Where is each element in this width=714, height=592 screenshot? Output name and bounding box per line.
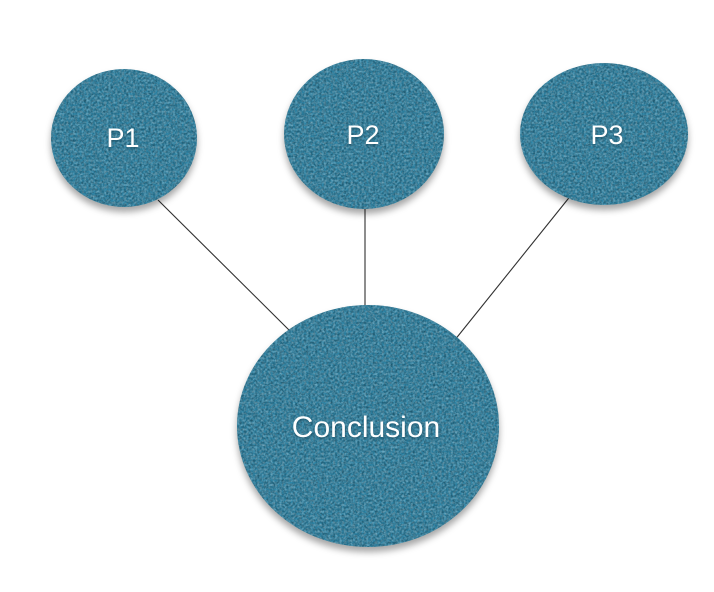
node-conclusion: Conclusion bbox=[237, 305, 499, 547]
node-p2-label: P2 bbox=[346, 120, 379, 150]
node-p1-circle bbox=[51, 69, 197, 207]
node-p2-circle bbox=[284, 59, 444, 209]
edge-p1-conclusion bbox=[157, 199, 293, 334]
node-p2: P2 bbox=[284, 59, 444, 209]
node-p3-label: P3 bbox=[590, 120, 623, 150]
edge-p3-conclusion bbox=[449, 193, 573, 347]
node-p3-circle bbox=[520, 63, 688, 205]
node-p1: P1 bbox=[51, 69, 197, 207]
edges bbox=[157, 193, 573, 347]
node-conclusion-label: Conclusion bbox=[292, 411, 440, 444]
node-conclusion-circle bbox=[237, 305, 499, 547]
node-p3: P3 bbox=[520, 63, 688, 205]
node-p1-label: P1 bbox=[106, 123, 139, 153]
